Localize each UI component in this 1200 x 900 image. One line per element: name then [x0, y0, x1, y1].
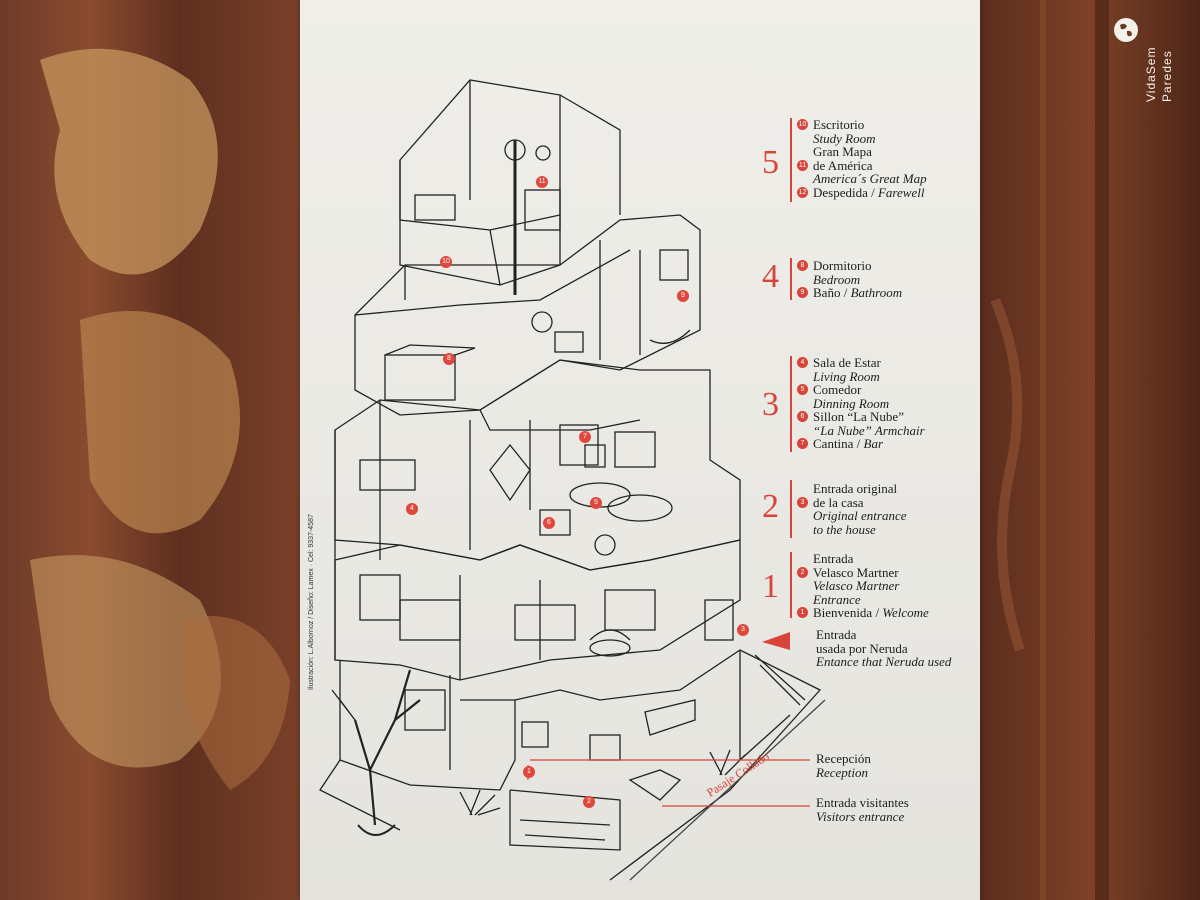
item-en: Welcome: [882, 605, 929, 620]
item-en: to the house: [813, 521, 876, 537]
callout-es: Recepción: [816, 751, 871, 766]
floor-4-number: 4: [762, 258, 779, 295]
floor-5-divider: [790, 118, 792, 202]
item-es: Escritorio: [813, 117, 865, 132]
legend-item-2: 2 Velasco Martner: [797, 564, 929, 580]
floor-2-legend: Entrada original 3 de la casa Original en…: [797, 482, 907, 536]
floor-5-legend: 10 Escritorio Study Room Gran Mapa 11 de A…: [797, 118, 927, 199]
floor-3-number: 3: [762, 386, 779, 423]
map-marker-9: 9: [677, 290, 689, 302]
item-es: Entrada original: [813, 481, 898, 496]
map-marker-8: 8: [443, 353, 455, 365]
floor-4-legend: 8 Dormitorio Bedroom 9 Baño / Bathroom: [797, 259, 902, 300]
item-es: Velasco Martner: [813, 564, 899, 580]
item-es: Baño /: [813, 285, 848, 300]
neruda-entrance-callout: Entrada usada por Neruda Entance that Ne…: [816, 628, 951, 669]
item-es: Cantina /: [813, 436, 861, 451]
item-en: Original entrance: [813, 508, 907, 523]
item-es: Bienvenida /: [813, 605, 880, 620]
legend-item-9: 9 Baño / Bathroom: [797, 286, 902, 300]
map-marker-1: 1: [523, 766, 535, 778]
legend-item-10: 10 Escritorio: [797, 118, 927, 132]
house-illustration: [319, 79, 826, 881]
item-en: Dinning Room: [813, 395, 890, 411]
museum-floor-map: 11 10 9 8 7 4 5 6 3 1 2 Pasaje Collado I…: [300, 0, 980, 900]
map-marker-3: 3: [737, 624, 749, 636]
legend-item-3: 3 de la casa: [797, 494, 907, 510]
item-en: Bathroom: [850, 285, 903, 300]
watermark-line2: Paredes: [1160, 50, 1174, 102]
item-es: Sala de Estar: [813, 355, 881, 370]
item-es: Comedor: [813, 382, 862, 397]
callout-en: Reception: [816, 764, 868, 780]
marker-12: 12: [797, 186, 808, 198]
map-marker-10: 10: [440, 256, 452, 268]
floor-1-number: 1: [762, 568, 779, 605]
floor-3-legend: 4 Sala de Estar Living Room 5 Comedor Dinn…: [797, 356, 925, 451]
legend-item-7: 7 Cantina / Bar: [797, 437, 925, 451]
watermark: VidaSem Paredes: [1112, 16, 1192, 106]
legend-item-6: 6 Sillon “La Nube”: [797, 410, 925, 424]
illustration-credit: Ilustración: L.Albornoz / Diseño: Lamex …: [308, 514, 315, 690]
visitors-entrance-callout: Entrada visitantes Visitors entrance: [816, 796, 909, 823]
item-es: Gran Mapa: [813, 144, 872, 159]
item-es: de América: [813, 157, 873, 173]
marker-10: 10: [797, 119, 808, 131]
reception-callout: Recepción Reception: [816, 752, 871, 779]
marker-3: 3: [797, 496, 808, 508]
floor-4-divider: [790, 258, 792, 300]
map-marker-11: 11: [536, 176, 548, 188]
map-marker-7: 7: [579, 431, 591, 443]
item-es: de la casa: [813, 494, 864, 510]
floor-2-divider: [790, 480, 792, 538]
callout-en: Visitors entrance: [816, 808, 905, 824]
item-es: Sillon “La Nube”: [813, 409, 904, 424]
watermark-line1: VidaSem: [1144, 46, 1158, 102]
map-marker-2: 2: [583, 796, 595, 808]
legend-item-5: 5 Comedor: [797, 383, 925, 397]
item-en: “La Nube” Armchair: [813, 422, 925, 438]
item-es: Despedida /: [813, 184, 875, 200]
legend-item-11: 11 de América: [797, 157, 927, 173]
callout-es: Entrada visitantes: [816, 795, 909, 810]
map-marker-6: 6: [543, 517, 555, 529]
globe-icon: [1114, 18, 1138, 42]
marker-4: 4: [797, 357, 808, 369]
marker-2: 2: [797, 566, 808, 578]
floor-2-number: 2: [762, 488, 779, 525]
item-en: Bar: [863, 436, 884, 451]
floor-3-divider: [790, 356, 792, 452]
callout-es: Entrada: [816, 627, 857, 642]
marker-5: 5: [797, 384, 808, 396]
item-en: Living Room: [813, 368, 880, 384]
legend-item-1: 1 Bienvenida / Welcome: [797, 606, 929, 620]
callout-en: Entance that Neruda used: [816, 654, 952, 669]
marker-7: 7: [797, 438, 808, 450]
marker-11: 11: [797, 159, 808, 171]
legend-item-12: 12 Despedida / Farewell: [797, 184, 927, 200]
legend-item-8: 8 Dormitorio: [797, 259, 902, 273]
marker-1: 1: [797, 607, 808, 619]
marker-9: 9: [797, 287, 808, 299]
callout-es: usada por Neruda: [816, 640, 908, 656]
floor-5-number: 5: [762, 144, 779, 181]
item-en: Velasco Martner: [813, 578, 900, 593]
item-en: Bedroom: [813, 271, 861, 287]
item-en: Farewell: [877, 184, 925, 200]
marker-6: 6: [797, 411, 808, 423]
map-marker-4: 4: [406, 503, 418, 515]
item-en: America´s Great Map: [813, 171, 927, 186]
item-en: Entrance: [813, 591, 861, 607]
floor-1-divider: [790, 552, 792, 618]
map-marker-5: 5: [590, 497, 602, 509]
item-en: Study Room: [813, 130, 876, 146]
item-es: Entrada: [813, 551, 854, 566]
marker-8: 8: [797, 260, 808, 272]
item-es: Dormitorio: [813, 258, 872, 273]
legend-item-4: 4 Sala de Estar: [797, 356, 925, 370]
